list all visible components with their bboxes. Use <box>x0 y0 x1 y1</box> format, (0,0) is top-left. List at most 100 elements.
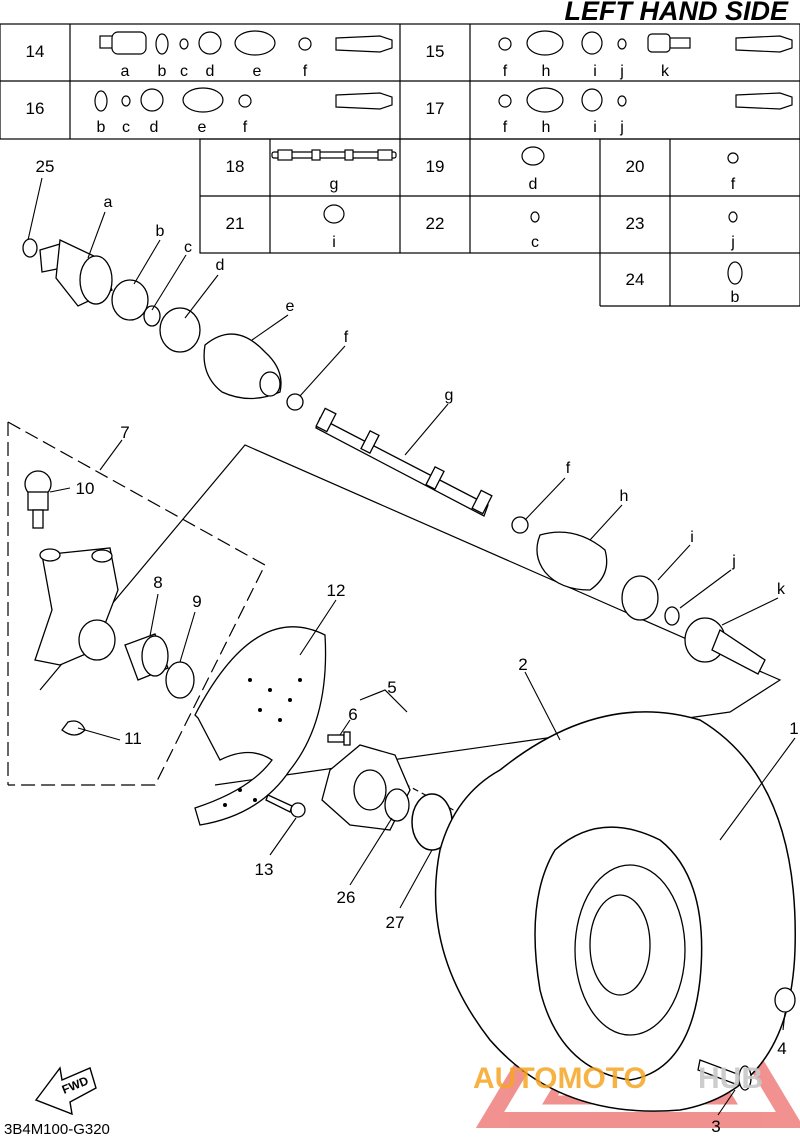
kit-row-14-number: 14 <box>26 42 45 61</box>
cv-joint-outer-part <box>22 238 113 307</box>
part-18-number: 18 <box>226 157 245 176</box>
part-21-clamp-icon <box>323 204 345 224</box>
callout-1: 1 <box>789 719 798 738</box>
watermark-text-hub: HUB <box>698 1062 763 1095</box>
shaft-letter-d: d <box>216 257 225 274</box>
shaft-letter-i: i <box>690 529 694 546</box>
callout-8: 8 <box>153 573 162 592</box>
callout-12: 12 <box>327 581 346 600</box>
wheel-nut-4 <box>774 987 796 1013</box>
kit-row-15-letter-h: h <box>542 63 551 80</box>
kit-row-14-letter-f: f <box>303 63 308 80</box>
kit-row-17-letter-i: i <box>593 119 597 136</box>
kit-row-16-letter-e: e <box>198 119 207 136</box>
drive-shaft-g <box>315 407 493 517</box>
callout-4: 4 <box>777 1039 786 1058</box>
page-title: LEFT HAND SIDE <box>564 0 788 26</box>
shaft-letter-k: k <box>777 581 786 598</box>
kit-row-15-number: 15 <box>426 42 445 61</box>
circlip-9 <box>165 661 195 699</box>
ring-c <box>143 305 161 327</box>
circlip-11 <box>61 720 86 736</box>
boot-e <box>203 333 282 400</box>
kit-row-16-letter-b: b <box>97 119 106 136</box>
part-18-letter: g <box>330 176 339 193</box>
callout-25: 25 <box>36 157 55 176</box>
part-23-ring-icon <box>728 211 738 223</box>
shaft-letter-f-lower: f <box>566 460 571 477</box>
circlip-b <box>111 279 149 321</box>
shaft-letter-j: j <box>731 553 736 570</box>
part-20-letter: f <box>731 176 736 193</box>
shaft-letter-b: b <box>156 223 165 240</box>
stud-bolt-3 <box>697 1059 752 1091</box>
callout-2: 2 <box>518 655 527 674</box>
part-19-clamp-icon <box>521 146 545 166</box>
band-f-lower <box>511 516 529 534</box>
bearing-26 <box>384 788 410 822</box>
callout-3: 3 <box>711 1117 720 1136</box>
callout-9: 9 <box>192 592 201 611</box>
part-21-number: 21 <box>226 214 245 233</box>
kit-row-15-letter-k: k <box>661 63 670 80</box>
callout-6: 6 <box>348 705 357 724</box>
watermark-text-automoto: AUTOMOTO <box>473 1062 647 1095</box>
parts-table <box>199 138 800 307</box>
kit-row-15-parts <box>498 30 793 56</box>
wheel-rim-1 <box>574 864 686 1036</box>
part-22-number: 22 <box>426 214 445 233</box>
kit-row-14-letter-d: d <box>206 63 215 80</box>
steering-knuckle-7 <box>34 547 119 666</box>
part-23-number: 23 <box>626 214 645 233</box>
callout-13: 13 <box>255 860 274 879</box>
kit-row-15-letter-i: i <box>593 63 597 80</box>
part-21-letter: i <box>332 234 336 251</box>
bolt-6 <box>327 731 351 746</box>
shaft-letter-e: e <box>286 298 295 315</box>
part-24-ring-icon <box>727 261 743 285</box>
callout-11: 11 <box>124 729 142 748</box>
kit-row-16-number: 16 <box>26 99 45 118</box>
bolt-13 <box>265 794 306 818</box>
disc-guard-12-holes <box>223 678 302 807</box>
part-19-number: 19 <box>426 157 445 176</box>
kit-row-16-letter-d: d <box>150 119 159 136</box>
callout-27: 27 <box>386 913 405 932</box>
band-f-upper <box>286 393 304 411</box>
kit-row-17-parts <box>498 87 793 113</box>
ball-joint-10 <box>24 470 52 529</box>
part-20-clamp-icon <box>727 152 739 164</box>
kit-row-14-letter-e: e <box>253 63 262 80</box>
part-24-number: 24 <box>626 270 645 289</box>
bearing-8 <box>124 633 169 681</box>
kit-row-14-letter-a: a <box>121 63 130 80</box>
callout-10: 10 <box>76 479 95 498</box>
kit-row-17-letter-h: h <box>542 119 551 136</box>
cv-joint-inner-k <box>684 617 766 675</box>
shaft-letter-h: h <box>620 488 629 505</box>
part-23-letter: j <box>730 234 735 251</box>
kit-row-16-letter-c: c <box>122 119 130 136</box>
kit-row-16-parts <box>94 87 393 113</box>
shaft-letter-g: g <box>445 387 454 404</box>
diagram-code: 3B4M100-G320 <box>4 1121 110 1138</box>
shaft-letter-a: a <box>104 194 113 211</box>
kit-row-14-letter-b: b <box>158 63 167 80</box>
part-24-letter: b <box>731 289 740 306</box>
kit-row-17-number: 17 <box>426 99 445 118</box>
boot-h <box>536 531 608 591</box>
tire-2 <box>434 711 796 1112</box>
kit-row-15-letter-f: f <box>503 63 508 80</box>
leader-lines <box>27 177 796 1116</box>
kit-row-16-letter-f: f <box>243 119 248 136</box>
kit-row-17-letter-f: f <box>503 119 508 136</box>
shaft-letter-f-upper: f <box>344 329 349 346</box>
part-18-shaft-icon <box>271 149 397 161</box>
part-22-letter: c <box>531 234 539 251</box>
shaft-letter-c: c <box>184 239 192 256</box>
kit-row-15-letter-j: j <box>619 63 624 80</box>
fwd-arrow-icon <box>34 1066 97 1116</box>
callout-26: 26 <box>337 888 356 907</box>
